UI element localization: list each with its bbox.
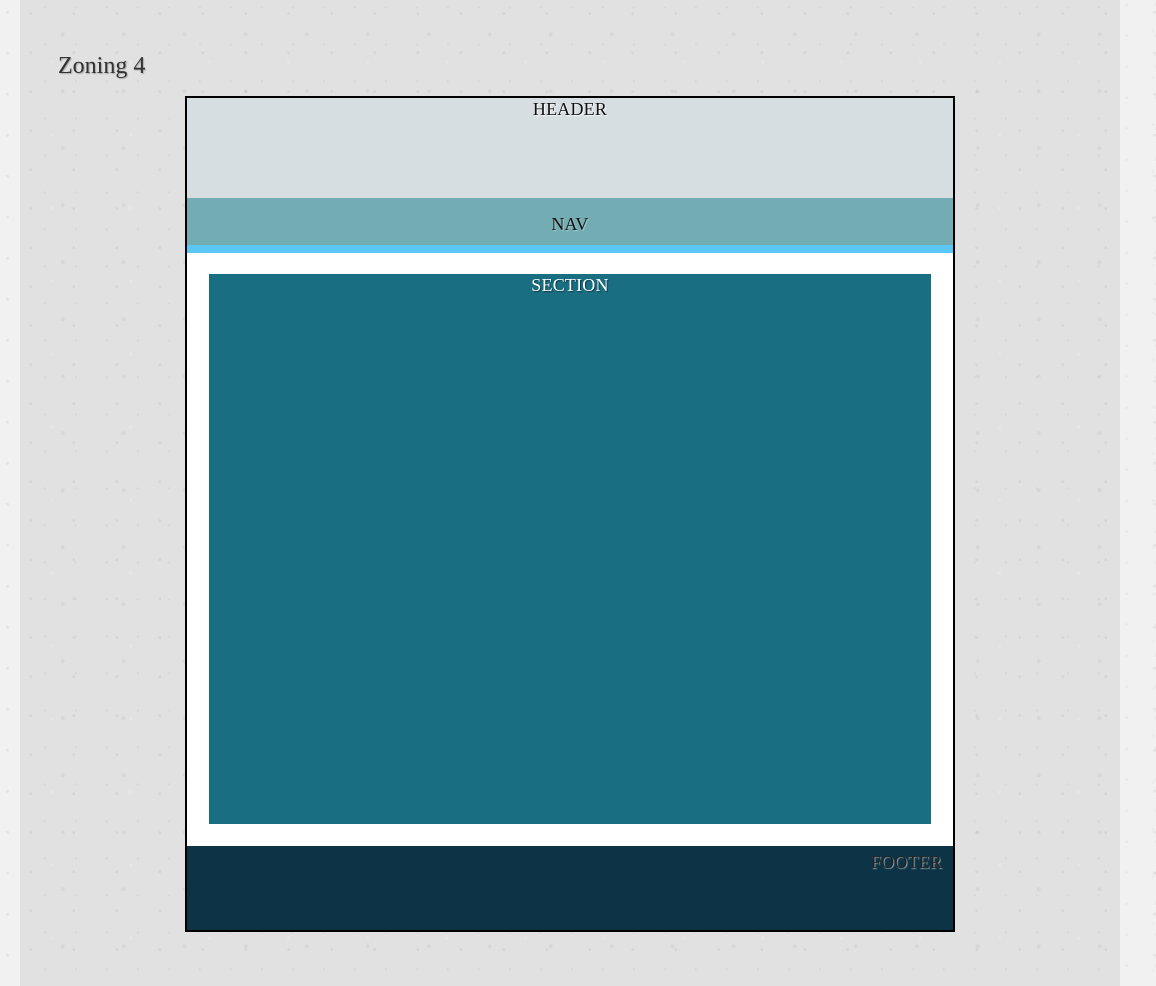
header-zone: HEADER <box>187 98 953 198</box>
nav-label: NAV <box>551 214 589 234</box>
header-label: HEADER <box>532 99 608 119</box>
zoning-layout: HEADER NAV SECTION FOOTER <box>185 96 955 932</box>
nav-zone: NAV <box>187 198 953 253</box>
content-panel: Zoning 4 HEADER NAV SECTION FOOTER <box>20 0 1120 986</box>
section-label: SECTION <box>531 275 609 295</box>
footer-zone: FOOTER <box>187 846 953 930</box>
footer-label: FOOTER <box>870 852 942 872</box>
section-zone: SECTION <box>209 274 931 824</box>
page-title: Zoning 4 <box>58 53 146 79</box>
